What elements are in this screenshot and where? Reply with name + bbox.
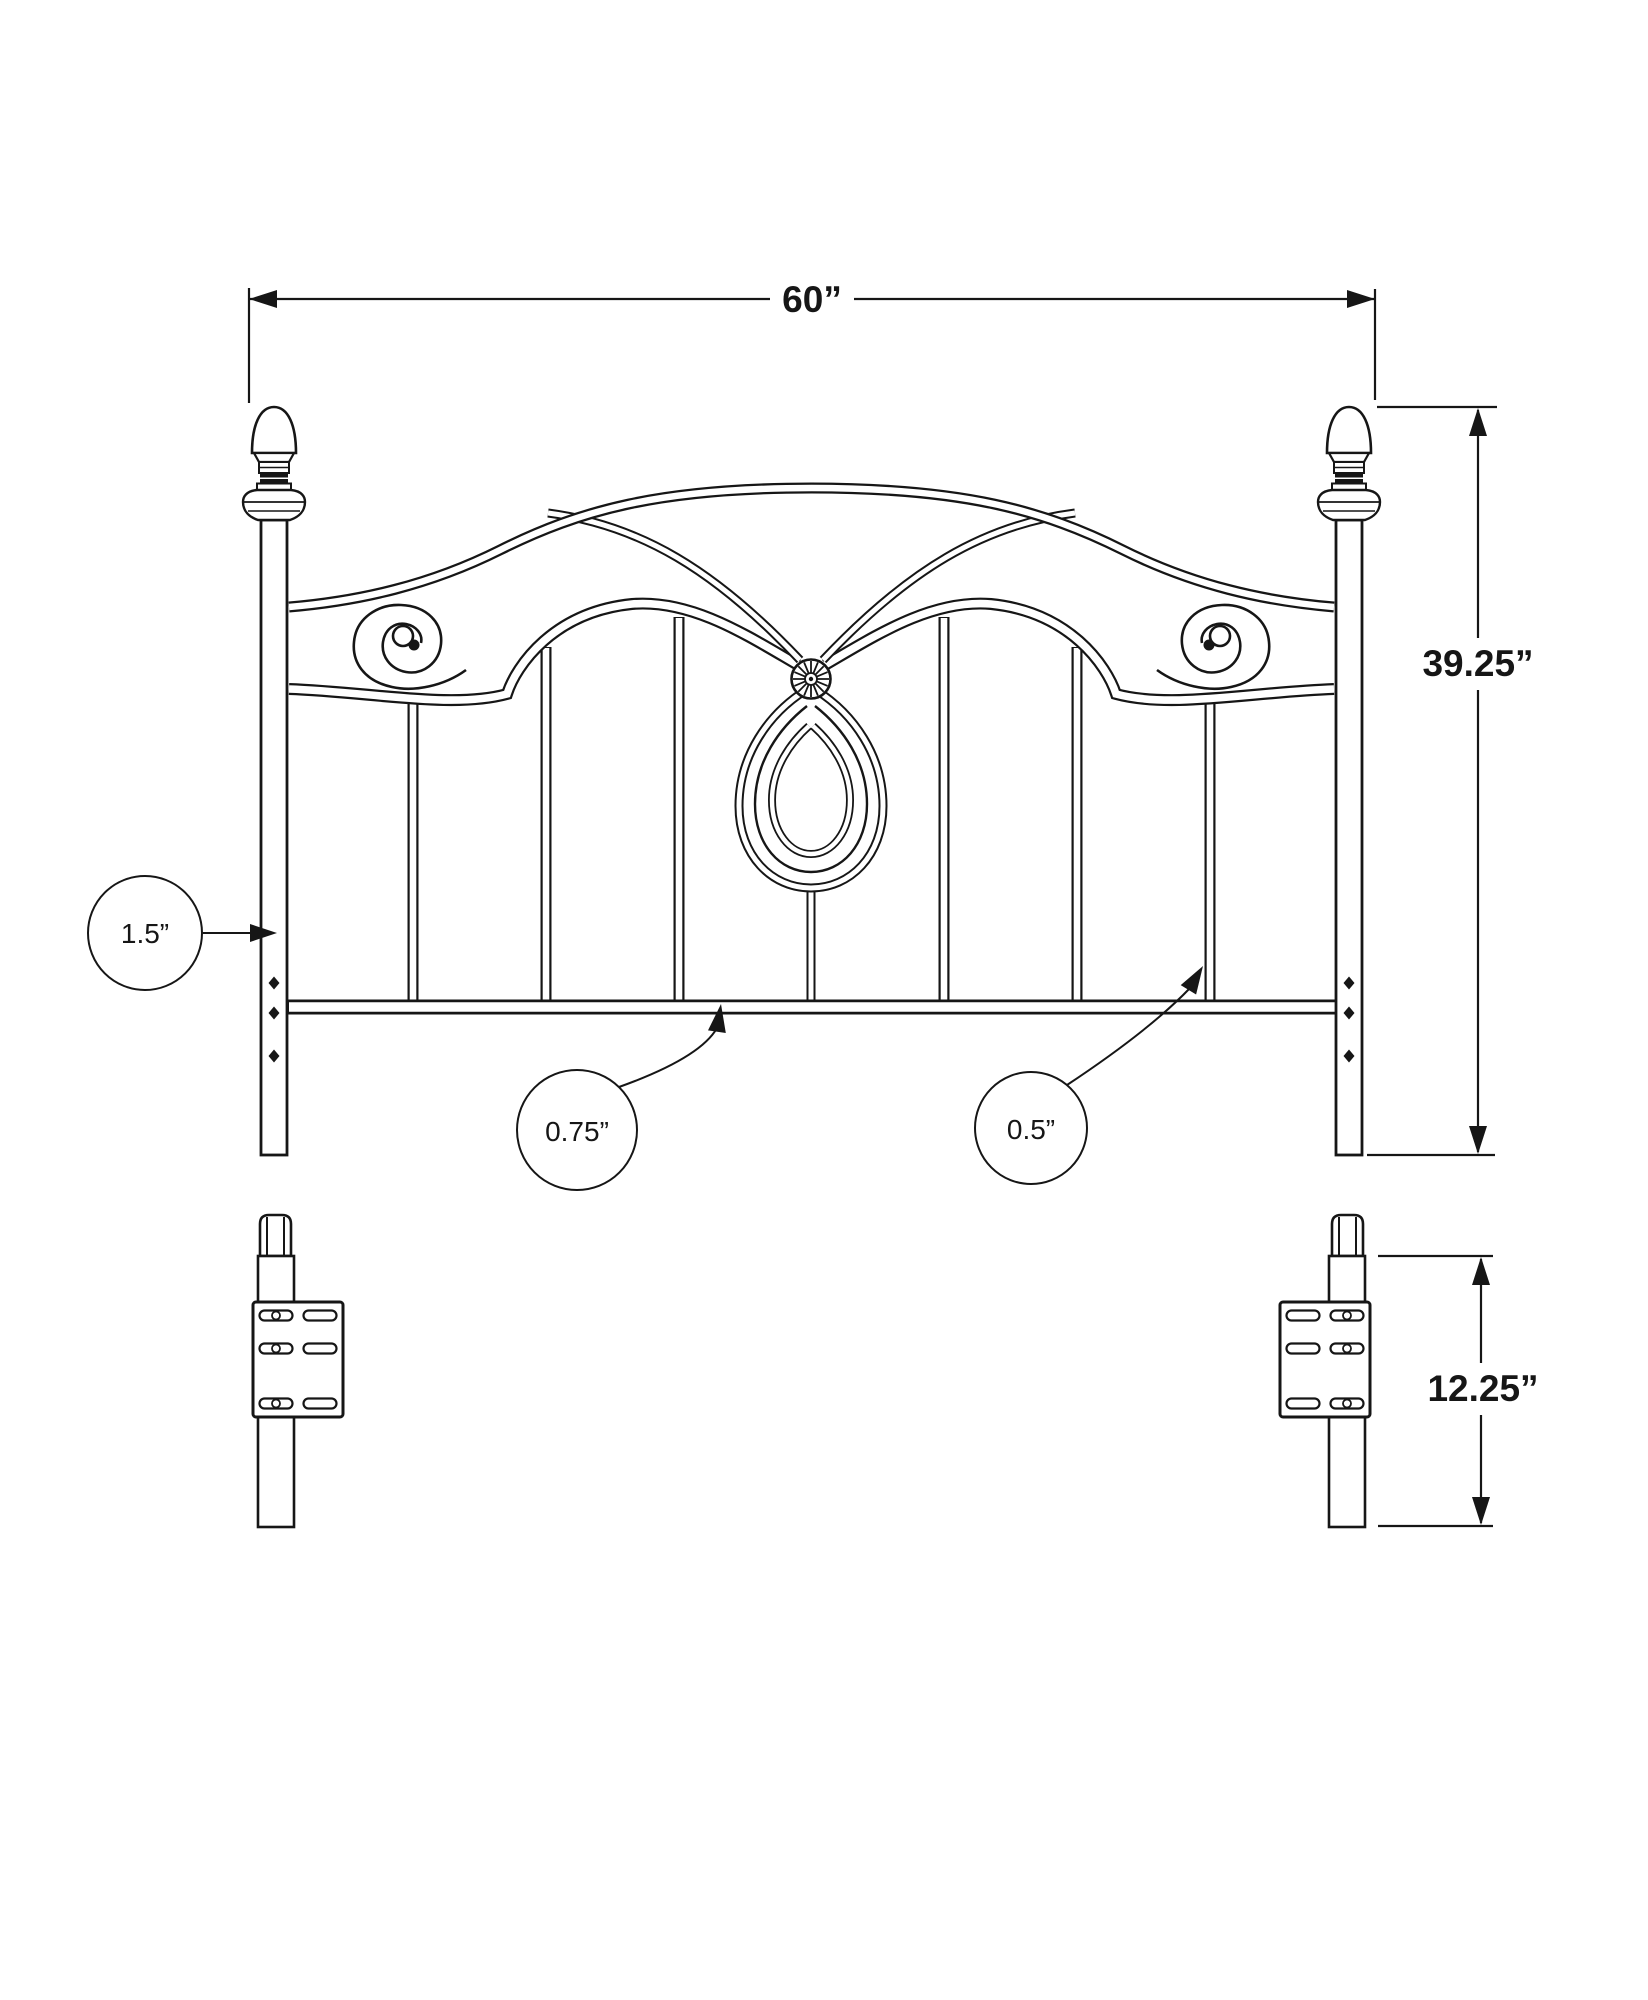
rail-diameter-callout: 0.75” [516,1004,726,1191]
callout-circle [974,1071,1088,1185]
finial-icon [241,405,307,522]
leg-height-dimension: 12.25” [1378,1254,1555,1528]
bracket-slots [258,1309,338,1410]
arrowhead-up-icon [708,1004,726,1033]
post-bolt-diamonds [268,976,280,1063]
post-thickness-callout: 1.5” [87,875,277,991]
top-band-and-scroll [288,482,813,707]
mounting-leg [251,1213,345,1529]
width-dimension: 60” [247,274,1377,403]
height-dimension-label: 39.25” [1422,643,1533,684]
spindle-diameter-callout: 0.5” [974,966,1203,1185]
arrowhead-down-icon [1472,1497,1490,1525]
mounting-bracket-plate [251,1300,345,1419]
rail-diameter-label: 0.75” [545,1116,609,1147]
scroll-icon [352,603,467,691]
spindle-diameter-label: 0.5” [1007,1114,1055,1145]
left-post [259,518,289,1157]
teardrop-ornament [734,686,888,893]
leg-tenon [258,1213,293,1258]
arrowhead-down-icon [1469,1126,1487,1154]
leg-height-dimension-label: 12.25” [1427,1368,1538,1409]
arrowhead-up-icon [1180,966,1203,995]
right-post [1334,518,1364,1157]
arrowhead-right-icon [1347,290,1375,308]
arrowhead-up-icon [1472,1257,1490,1285]
rosette-medallion [790,658,832,700]
height-dimension: 39.25” [1367,405,1550,1157]
arrowhead-right-icon [250,924,277,942]
arrowhead-left-icon [249,290,277,308]
arrowhead-up-icon [1469,408,1487,436]
callout-circle [87,875,203,991]
post-thickness-label: 1.5” [121,918,169,949]
spindle-bars [407,617,685,1004]
callout-circle [516,1069,638,1191]
width-dimension-label: 60” [782,279,842,320]
